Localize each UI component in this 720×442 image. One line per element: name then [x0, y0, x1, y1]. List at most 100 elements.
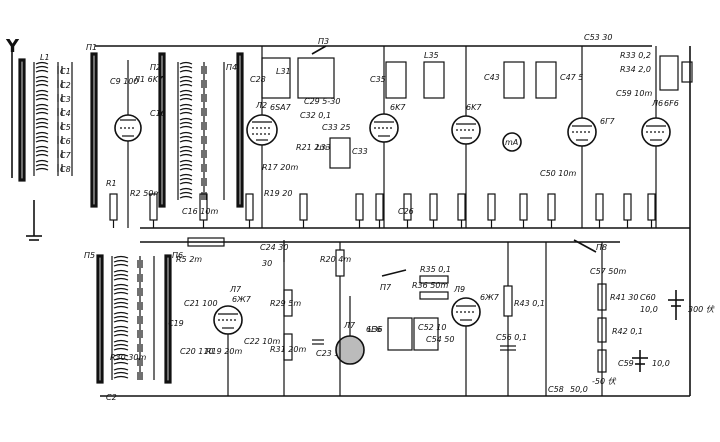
switch-p8: П8 C57 50m R41 30 R42 0,1 [573, 239, 643, 373]
coil-turn [113, 315, 129, 319]
svg-text:C8: C8 [60, 165, 71, 174]
resistor [647, 193, 656, 221]
coil-turn [113, 283, 129, 287]
tube-l3-label: 6K7 [390, 103, 406, 112]
tube-l9: Л9 6Ж7 [451, 285, 500, 327]
svg-text:C35: C35 [370, 75, 386, 84]
coil-turn [113, 263, 129, 267]
svg-text:C16: C16 [150, 109, 166, 118]
coil-turn [113, 353, 129, 357]
svg-text:R21 2m: R21 2m [296, 143, 327, 152]
coil-turn [179, 163, 193, 167]
r29-label: R29 5m [270, 299, 301, 308]
coil-turn [35, 145, 49, 149]
r34-label: R34 2,0 [620, 65, 651, 74]
svg-text:C2: C2 [106, 393, 117, 402]
tuning-meter: mA [502, 132, 522, 152]
tube-l3: 6K7 C35 L35 [369, 51, 445, 143]
r31-label: R31 20m [270, 345, 306, 354]
coil-turn [35, 163, 49, 167]
oscillator-coils: C28 L31 C29 5-30 C32 0,1 C33 25 П3 [250, 37, 351, 132]
coil-turn [113, 287, 129, 291]
switch-p2-label: П2 [150, 63, 161, 72]
tube-l7: Л7 6Ж7 C21 100 C19 C20 110 C22 10m R19 2… [168, 285, 280, 356]
coil-turn [179, 191, 193, 195]
coil-turn [113, 371, 129, 375]
svg-text:C54 50: C54 50 [426, 335, 455, 344]
svg-text:R2 50m: R2 50m [130, 189, 161, 198]
resistor [487, 193, 496, 221]
coil-turn [113, 269, 129, 273]
r19-label: R19 20m [206, 347, 242, 356]
r41-label: R41 30 [610, 293, 638, 302]
coil-turn [113, 297, 129, 301]
svg-text:C4: C4 [60, 109, 71, 118]
c60-label: C60 [640, 293, 656, 302]
coil-turn [113, 277, 129, 281]
resistor [623, 193, 632, 221]
r43-label: R43 0,1 [514, 299, 545, 308]
c23-label: C23 10m [316, 349, 352, 358]
coil-turn [35, 125, 49, 129]
coil-turn [113, 291, 129, 295]
svg-text:C6: C6 [60, 137, 71, 146]
coil-turn [35, 121, 49, 125]
c60-value: 10,0 [640, 305, 658, 314]
coil-turn [179, 65, 193, 69]
resistor [375, 193, 384, 221]
tube-l6: Л6 6F6 [641, 99, 679, 147]
svg-text:C20 110: C20 110 [180, 347, 214, 356]
r35-label: R35 0,1 [420, 265, 451, 274]
output-transformer: R33 0,2 R34 2,0 C59 10m [616, 51, 693, 98]
coil-turn [179, 195, 193, 199]
coil-turn [113, 259, 129, 263]
coil-turn [113, 361, 129, 365]
coil-turn [179, 181, 193, 185]
coil-turn [35, 97, 49, 101]
resistor [457, 193, 466, 221]
r29-r31-c23: R29 5m R31 20m C23 10m [270, 289, 352, 361]
svg-text:C19: C19 [168, 319, 184, 328]
svg-text:C5: C5 [60, 123, 71, 132]
c50-label: C50 10m [540, 169, 576, 178]
coil-turn [179, 145, 193, 149]
tube-l1-label: Л1 6K7 [133, 75, 164, 84]
tube-l7-label: Л7 [229, 285, 242, 294]
coil-turn [179, 187, 193, 191]
svg-text:C28: C28 [250, 75, 266, 84]
coil-turn [179, 125, 193, 129]
coil-turn [113, 301, 129, 305]
coil-turn [35, 83, 49, 87]
coil-turn [35, 111, 49, 115]
coil-turn [113, 333, 129, 337]
c57-label: C57 50m [590, 267, 626, 276]
hv-voltage: 300 伏 [688, 305, 715, 314]
coil-turn [113, 347, 129, 351]
c58-value: 50,0 [570, 385, 588, 394]
coil-turn [35, 167, 49, 171]
r36-label: R36 50m [412, 281, 448, 290]
coil-turn [113, 375, 129, 379]
coil-turn [35, 135, 49, 139]
resistor [429, 193, 438, 221]
coil-turn [113, 367, 129, 371]
eye-label: Л7 [343, 321, 356, 330]
coil-turn [113, 311, 129, 315]
svg-text:C22 10m: C22 10m [244, 337, 280, 346]
resistor [595, 193, 604, 221]
svg-text:C9 100: C9 100 [110, 77, 139, 86]
coil-turn [35, 153, 49, 157]
coil-turn [35, 159, 49, 163]
coil-turn [113, 273, 129, 277]
switch-p7-label: П7 [380, 283, 392, 292]
c26-label: C26 [398, 207, 414, 216]
coil-turn [35, 89, 49, 93]
coil-turn [179, 159, 193, 163]
tube-l9-type: 6Ж7 [480, 293, 500, 302]
svg-text:C29 5-30: C29 5-30 [304, 97, 340, 106]
coil-turn [113, 319, 129, 323]
coil-turn [35, 69, 49, 73]
coil-turn [179, 79, 193, 83]
svg-text:C33 25: C33 25 [322, 123, 351, 132]
tube-l5: 6Г7 C53 30 [567, 33, 616, 147]
